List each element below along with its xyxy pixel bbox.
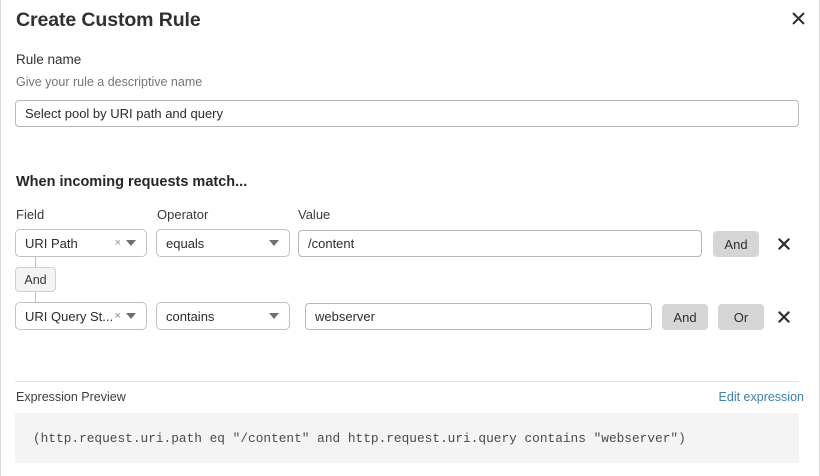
chevron-down-icon (126, 240, 136, 246)
chevron-down-icon (269, 313, 279, 319)
field-select-row-2-clear-icon[interactable]: × (114, 309, 121, 322)
section-divider (15, 381, 799, 382)
chevron-down-icon (126, 313, 136, 319)
field-select-row-1[interactable]: URI Path × (15, 229, 147, 257)
operator-select-row-2[interactable]: contains (156, 302, 290, 330)
operator-select-row-1-label: equals (166, 235, 205, 251)
delete-row-1-icon[interactable] (774, 234, 794, 254)
operator-select-row-1[interactable]: equals (156, 229, 290, 257)
expression-preview-box: (http.request.uri.path eq "/content" and… (15, 413, 799, 463)
and-button-row-1[interactable]: And (713, 231, 759, 257)
rule-name-label: Rule name (16, 52, 82, 67)
value-input-row-1[interactable] (298, 230, 702, 257)
operator-select-row-2-label: contains (166, 308, 215, 324)
rule-name-input[interactable] (15, 100, 799, 127)
close-icon[interactable] (785, 5, 811, 31)
field-select-row-2[interactable]: URI Query St... × (15, 302, 147, 330)
value-input-row-2[interactable] (305, 303, 652, 330)
edit-expression-link[interactable]: Edit expression (718, 390, 804, 404)
connector-line-bottom (35, 292, 36, 303)
column-header-value: Value (298, 207, 331, 222)
field-select-row-1-clear-icon[interactable]: × (114, 236, 121, 249)
field-select-row-1-label: URI Path (25, 235, 78, 251)
chevron-down-icon (269, 240, 279, 246)
expression-preview-label: Expression Preview (16, 390, 126, 404)
delete-row-2-icon[interactable] (774, 307, 794, 327)
connector-line-top (35, 257, 36, 269)
column-header-operator: Operator (157, 207, 209, 222)
rule-name-help: Give your rule a descriptive name (16, 75, 203, 89)
column-header-field: Field (16, 207, 45, 222)
field-select-row-2-label: URI Query St... (25, 308, 113, 324)
conditions-heading: When incoming requests match... (16, 174, 248, 190)
dialog-title: Create Custom Rule (16, 9, 201, 31)
expression-code: (http.request.uri.path eq "/content" and… (33, 430, 686, 446)
group-connector-and-button[interactable]: And (15, 267, 56, 292)
or-button-row-2[interactable]: Or (718, 304, 764, 330)
and-button-row-2[interactable]: And (662, 304, 708, 330)
